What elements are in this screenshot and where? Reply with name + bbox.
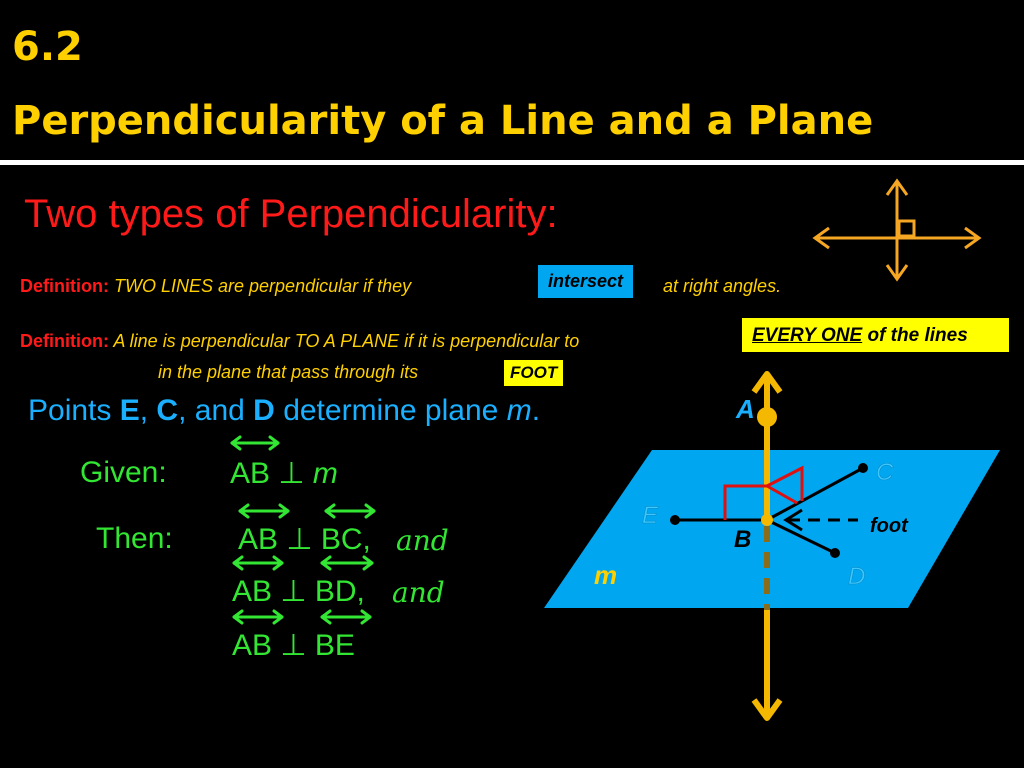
then-and-2: and	[392, 576, 445, 609]
every-one-highlight: EVERY ONE of the lines	[742, 318, 1009, 352]
then-ab-arrow-1	[238, 503, 290, 519]
given-ab-arrow	[230, 435, 280, 451]
every-one-underlined: EVERY ONE	[752, 325, 863, 346]
label-b: B	[734, 526, 751, 553]
definition-1-text: TWO LINES are perpendicular if they	[114, 276, 412, 296]
point-e-dot	[670, 515, 680, 525]
foot-pointer-head	[783, 508, 803, 532]
section-heading: Two types of Perpendicularity:	[24, 192, 558, 236]
given-statement: AB ⊥ m	[230, 456, 338, 491]
points-and: and	[194, 394, 245, 427]
label-m: m	[594, 560, 617, 590]
points-rest: determine plane	[283, 394, 499, 427]
right-angle-bc	[766, 465, 804, 501]
points-statement: Points E, C, and D determine plane m.	[28, 394, 541, 427]
point-e: E	[119, 394, 140, 427]
point-d: D	[253, 394, 275, 427]
right-angle-bd	[766, 484, 798, 505]
then-line-3: AB ⊥ BE	[232, 629, 355, 662]
label-c: C	[876, 459, 894, 486]
then-label: Then:	[96, 522, 173, 555]
then-bc-arrow	[324, 503, 376, 519]
definition-2: Definition: A line is perpendicular TO A…	[20, 331, 579, 352]
right-angle-be	[723, 484, 767, 520]
given-ab-perp: AB ⊥	[230, 457, 313, 490]
then-and-1: and	[396, 524, 449, 557]
points-prefix: Points	[28, 394, 112, 427]
definition-2-line2: in the plane that pass through its	[158, 362, 419, 382]
then-be-arrow	[320, 609, 372, 625]
plane-m-shape	[544, 450, 1000, 608]
plane-m: m	[506, 394, 532, 427]
line-bc	[766, 466, 864, 522]
point-c-dot	[858, 463, 868, 473]
every-one-rest: of the lines	[867, 325, 968, 346]
label-e: E	[642, 502, 659, 529]
point-d-dot	[830, 548, 840, 558]
points-end: .	[531, 394, 541, 427]
label-foot: foot	[870, 515, 909, 537]
line-bd	[766, 518, 836, 555]
arrowhead-down	[751, 698, 783, 721]
foot-highlight: FOOT	[504, 360, 564, 386]
definition-1: Definition: TWO LINES are perpendicular …	[20, 276, 411, 297]
definition-1-label: Definition:	[20, 276, 109, 296]
label-a: A	[735, 394, 755, 424]
then-ab-arrow-3	[232, 609, 284, 625]
definition-2-label: Definition:	[20, 331, 109, 351]
given-label: Given:	[80, 456, 167, 489]
intersect-highlight: intersect	[538, 265, 634, 298]
point-b-dot	[761, 514, 773, 526]
given-plane-m: m	[312, 457, 338, 490]
title-divider	[0, 160, 1024, 165]
then-ab-arrow-2	[232, 555, 284, 571]
then-line-2: AB ⊥ BD,	[232, 575, 365, 608]
plane-diagram: A B C D E m foot	[544, 371, 1000, 721]
slide-title: Perpendicularity of a Line and a Plane	[12, 98, 874, 144]
arrowhead-up	[751, 371, 783, 394]
label-d: D	[848, 563, 865, 590]
point-a-dot	[757, 407, 777, 427]
definition-1-end: at right angles.	[663, 276, 782, 296]
point-c: C	[156, 394, 179, 427]
then-bd-arrow	[320, 555, 374, 571]
perpendicular-lines-icon	[812, 178, 982, 282]
definition-2-text: A line is perpendicular TO A PLANE if it…	[113, 331, 580, 351]
slide-number: 6.2	[12, 24, 83, 70]
then-line-1: AB ⊥ BC,	[238, 523, 371, 556]
